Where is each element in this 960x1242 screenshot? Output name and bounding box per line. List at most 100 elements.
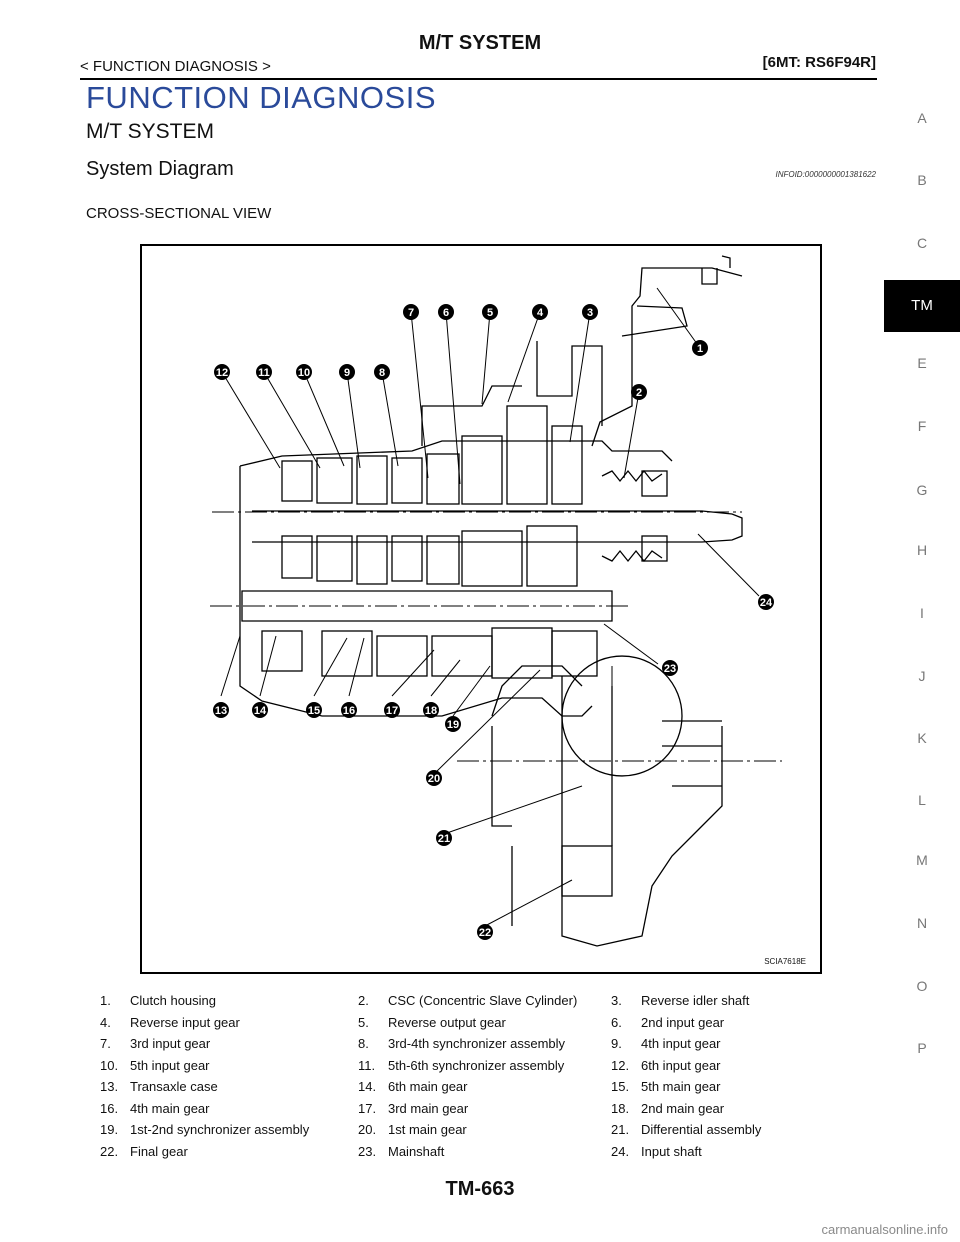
- legend-entry: 4.Reverse input gear: [100, 1012, 358, 1034]
- legend-number: 19.: [100, 1122, 119, 1138]
- legend-text: Differential assembly: [641, 1122, 762, 1138]
- page-header-title: M/T SYSTEM: [418, 32, 542, 54]
- legend-entry: 1.Clutch housing: [100, 990, 358, 1012]
- legend-text: 1st-2nd synchronizer assembly: [130, 1122, 310, 1138]
- legend-entry: 13.Transaxle case: [100, 1076, 358, 1098]
- side-index-m[interactable]: M: [916, 852, 928, 868]
- side-index-h[interactable]: H: [916, 542, 928, 558]
- side-index-f[interactable]: F: [917, 418, 927, 434]
- callout-9: 9: [339, 364, 355, 380]
- side-index-p[interactable]: P: [917, 1040, 927, 1056]
- info-id: INFOID:0000000001381622: [775, 170, 876, 179]
- main-heading: FUNCTION DIAGNOSIS: [86, 80, 437, 115]
- legend-entry: 12. 6th input gear: [611, 1055, 880, 1077]
- side-index-b[interactable]: B: [917, 172, 927, 188]
- legend-number: 6.: [611, 1014, 622, 1030]
- legend-text: 3rd main gear: [388, 1100, 469, 1116]
- legend-number: 7.: [100, 1036, 111, 1052]
- legend-text: 5th-6th synchronizer assembly: [388, 1057, 565, 1073]
- legend-text: Reverse input gear: [130, 1014, 240, 1030]
- legend-text: 3rd input gear: [130, 1036, 211, 1052]
- legend-number: 15.: [611, 1079, 630, 1095]
- callout-label: 5: [487, 307, 493, 319]
- subsection-heading: System Diagram: [86, 158, 234, 180]
- legend-number: 12.: [611, 1057, 630, 1073]
- side-index-tm[interactable]: TM: [884, 280, 960, 332]
- callout-24: 24: [758, 594, 774, 610]
- side-index-l[interactable]: L: [918, 792, 926, 808]
- legend-text: Reverse idler shaft: [641, 993, 750, 1009]
- callout-12: 12: [214, 364, 230, 380]
- legend-number: 1.: [100, 993, 111, 1009]
- callout-13: 13: [213, 702, 229, 718]
- watermark: carmanualsonline.info: [821, 1222, 948, 1237]
- callout-label: 10: [298, 367, 310, 379]
- legend-number: 11.: [358, 1057, 376, 1073]
- side-index-g[interactable]: G: [916, 482, 928, 498]
- callout-label: 6: [443, 307, 449, 319]
- legend-entry: 17. 3rd main gear: [358, 1098, 611, 1120]
- side-index-n[interactable]: N: [916, 915, 928, 931]
- legend-entry: 15.5th main gear: [611, 1076, 880, 1098]
- legend-entry: 7. 3rd input gear: [100, 1033, 358, 1055]
- callout-label: 17: [386, 705, 398, 717]
- side-index-j[interactable]: J: [918, 668, 926, 684]
- callout-19: 19: [445, 716, 461, 732]
- legend-text: Transaxle case: [130, 1079, 218, 1095]
- callout-2: 2: [631, 384, 647, 400]
- legend-text: 5th input gear: [130, 1057, 210, 1073]
- callout-label: 3: [587, 307, 593, 319]
- callout-15: 15: [306, 702, 322, 718]
- legend-entry: 20.1st main gear: [358, 1119, 611, 1141]
- legend-entry: 19. 1st-2nd synchronizer assembly: [100, 1119, 358, 1141]
- callout-label: 13: [215, 705, 227, 717]
- legend-number: 3.: [611, 993, 622, 1009]
- side-index-a[interactable]: A: [917, 110, 927, 126]
- legend-text: Reverse output gear: [388, 1014, 506, 1030]
- legend-entry: 10. 5th input gear: [100, 1055, 358, 1077]
- legend-text: 6th input gear: [641, 1057, 721, 1073]
- callout-label: 15: [308, 705, 320, 717]
- side-index-c[interactable]: C: [916, 235, 928, 251]
- legend-row: 7. 3rd input gear 8.3rd-4th synchronizer a…: [100, 1033, 880, 1055]
- callout-label: 1: [697, 343, 703, 355]
- callout-23: 23: [662, 660, 678, 676]
- model-label: [6MT: RS6F94R]: [762, 54, 876, 71]
- legend-entry: 2.CSC (Concentric Slave Cylinder): [358, 990, 611, 1012]
- callout-10: 10: [296, 364, 312, 380]
- legend-entry: 8.3rd-4th synchronizer assembly: [358, 1033, 611, 1055]
- legend-number: 17.: [358, 1100, 377, 1116]
- legend-entry: 6. 2nd input gear: [611, 1012, 880, 1034]
- side-index-o[interactable]: O: [916, 978, 928, 994]
- callout-label: 20: [428, 773, 440, 785]
- callout-label: 12: [216, 367, 228, 379]
- legend-text: Input shaft: [641, 1143, 702, 1159]
- header-divider: [80, 78, 877, 80]
- legend-number: 18.: [611, 1100, 630, 1116]
- callout-label: 21: [438, 833, 450, 845]
- legend-text: Final gear: [130, 1143, 188, 1159]
- legend-entry: 3. Reverse idler shaft: [611, 990, 880, 1012]
- legend-number: 21.: [611, 1122, 630, 1138]
- section-heading: M/T SYSTEM: [86, 120, 214, 143]
- side-index-i[interactable]: I: [920, 605, 924, 621]
- legend-number: 8.: [358, 1036, 369, 1052]
- legend-number: 10.: [100, 1057, 119, 1073]
- callout-label: 23: [664, 663, 676, 675]
- side-index-e[interactable]: E: [917, 355, 927, 371]
- callout-14: 14: [252, 702, 268, 718]
- legend-entry: 5.Reverse output gear: [358, 1012, 611, 1034]
- legend-text: 2nd input gear: [641, 1014, 725, 1030]
- side-index-k[interactable]: K: [917, 730, 927, 746]
- legend-entry: 22.Final gear: [100, 1141, 358, 1163]
- callout-20: 20: [426, 770, 442, 786]
- legend-entry: 24.Input shaft: [611, 1141, 880, 1163]
- callout-21: 21: [436, 830, 452, 846]
- legend-entry: 23.Mainshaft: [358, 1141, 611, 1163]
- callout-label: 16: [343, 705, 355, 717]
- callout-18: 18: [423, 702, 439, 718]
- legend-entry: 18.2nd main gear: [611, 1098, 880, 1120]
